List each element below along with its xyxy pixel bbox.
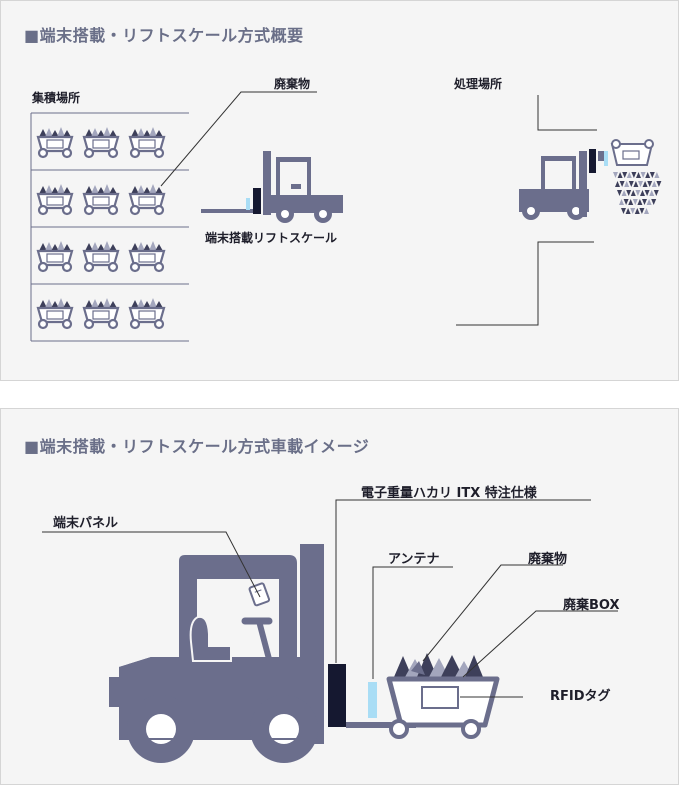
collection-area-label: 集積場所 (32, 91, 81, 105)
waste-piece (656, 181, 662, 187)
collection-area-grid (30, 112, 189, 342)
waste-piece (619, 199, 624, 205)
waste-piece (634, 208, 640, 214)
waste-piece (642, 181, 648, 187)
waste-cart-icon (130, 298, 164, 328)
scale-block (328, 664, 346, 727)
waste-piece (621, 208, 626, 214)
forklift-dumping-icon (519, 139, 662, 220)
waste-cart-icon (130, 241, 164, 271)
terminal-lift-scale-label: 端末搭載リフトスケール (205, 231, 338, 245)
waste-piece (628, 199, 634, 205)
waste-piece (651, 199, 657, 205)
waste-piece (624, 181, 630, 187)
leader-lines (42, 499, 618, 698)
antenna (368, 682, 377, 718)
waste-piece (613, 172, 618, 178)
waste-piece (644, 208, 649, 214)
waste-box-label: 廃棄BOX (563, 598, 620, 613)
waste-piece (653, 190, 659, 196)
waste-piece (640, 190, 645, 196)
fork (346, 722, 416, 728)
processing-area-label: 処理場所 (454, 77, 503, 91)
processing-area-lines (456, 95, 597, 326)
waste-cart-icon (38, 184, 72, 214)
forklift-small-icon (201, 151, 343, 223)
terminal-panel-device (248, 582, 271, 607)
waste-pile-large (394, 653, 483, 677)
waste-label: 廃棄物 (274, 77, 311, 91)
rfid-tag (421, 686, 459, 709)
waste-label-2: 廃棄物 (528, 552, 568, 567)
waste-cart-icon (130, 127, 164, 157)
waste-piece (625, 208, 631, 214)
vehicle-diagram (42, 499, 618, 763)
waste-piece (654, 172, 660, 178)
vehicle-image-panel: ■端末搭載・リフトスケール方式車載イメージ (0, 408, 679, 785)
waste-piece (644, 190, 650, 196)
waste-cart-icon (38, 241, 72, 271)
rfid-tag-label: RFIDタグ (550, 689, 611, 704)
waste-cart-icon (84, 298, 118, 328)
waste-piece (632, 199, 638, 205)
waste-piece (617, 190, 622, 196)
overview-title: ■端末搭載・リフトスケール方式概要 (24, 26, 304, 45)
terminal-panel-label: 端末パネル (53, 516, 119, 531)
waste-piece (628, 181, 634, 187)
waste-piece (635, 190, 641, 196)
waste-piece (645, 172, 651, 178)
waste-piece (617, 172, 623, 178)
waste-piece (640, 172, 646, 178)
waste-piece (626, 172, 632, 178)
waste-piece (637, 199, 643, 205)
waste-piece (638, 181, 643, 187)
vehicle-image-title: ■端末搭載・リフトスケール方式車載イメージ (24, 437, 370, 456)
waste-piece (636, 172, 641, 178)
waste-piece (626, 190, 632, 196)
waste-piece (633, 181, 639, 187)
waste-piece (649, 172, 655, 178)
waste-cart-icon (84, 127, 118, 157)
waste-piece (623, 199, 629, 205)
waste-piece (647, 181, 653, 187)
waste-cart-icon (38, 298, 72, 328)
waste-piece (639, 208, 645, 214)
waste-cart-icon (38, 127, 72, 157)
waste-piece (642, 199, 647, 205)
overview-diagram (30, 91, 662, 342)
waste-piece (619, 181, 625, 187)
seat (189, 615, 232, 662)
waste-piece (621, 190, 627, 196)
waste-cart-icon (84, 184, 118, 214)
waste-leader-line (160, 91, 317, 187)
waste-piece (631, 172, 637, 178)
waste-cart-icon (130, 184, 164, 214)
waste-piece (630, 208, 636, 214)
waste-piece (630, 190, 636, 196)
waste-piece (615, 181, 620, 187)
waste-piece (651, 181, 657, 187)
waste-cart-icon (84, 241, 118, 271)
waste-piece (646, 199, 652, 205)
antenna-label: アンテナ (388, 552, 440, 567)
waste-piece (622, 172, 628, 178)
waste-piece (649, 190, 655, 196)
scale-product-label: 電子重量ハカリ ITX 特注仕様 (361, 486, 537, 501)
overview-panel: ■端末搭載・リフトスケール方式概要 (0, 0, 679, 381)
